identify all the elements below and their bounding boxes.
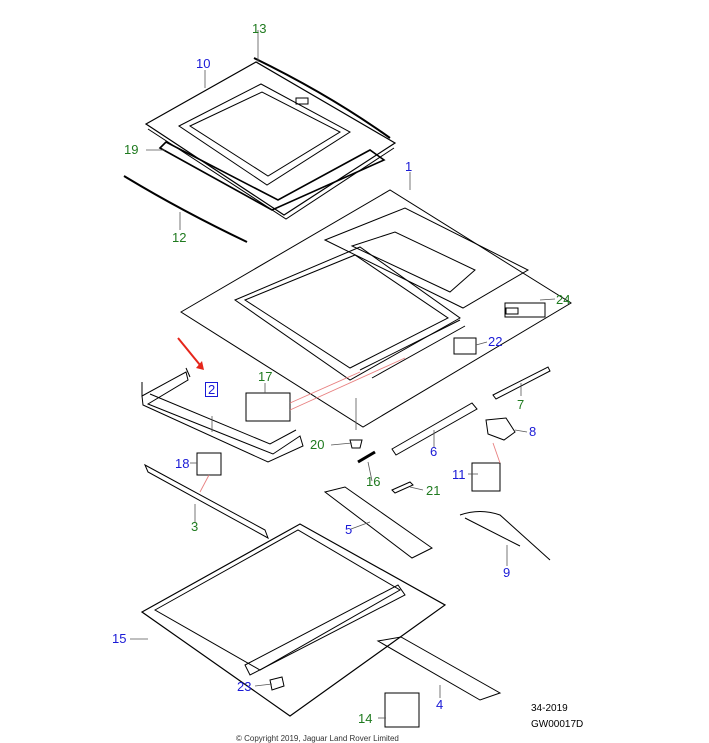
callout-14: 14 [358,711,373,726]
part-19-seal [158,141,386,211]
callout-7: 7 [517,397,525,412]
part-1-frame-assembly [180,189,572,428]
callout-17: 17 [258,369,273,384]
year-code: 34-2019 [531,703,568,714]
callout-13: 13 [252,21,267,36]
part-15-sunblind [140,523,447,717]
part-9-wiring-harness [459,511,551,561]
callout-19: 19 [124,142,139,157]
callout-18: 18 [175,456,190,471]
part-18-fastener-box [196,452,222,476]
part-12-seal-strip [123,175,248,243]
highlight-arrow [177,337,204,370]
callout-21: 21 [426,483,441,498]
part-17-fastener-box [245,392,291,422]
callout-24: 24 [556,292,571,307]
callout-11: 11 [452,467,466,482]
callout-1: 1 [405,159,413,174]
figure-id: GW00017D [531,719,584,730]
part-24-fastener-box [504,302,546,318]
part-22-fastener-box [453,337,477,355]
callout-9: 9 [503,565,511,580]
part-3-drain-channel [143,463,269,540]
callout-5: 5 [345,522,353,537]
callout-15: 15 [112,631,127,646]
part-5-rail [323,486,433,559]
callout-16: 16 [366,474,381,489]
part-21-pad [391,481,414,494]
callout-8: 8 [529,424,537,439]
callout-10: 10 [196,56,211,71]
callout-20: 20 [310,437,325,452]
callout-22: 22 [488,334,503,349]
part-4-rail-assembly [376,636,502,701]
part-11-fastener-box [471,462,501,492]
part-14-fastener-box [384,692,420,728]
part-20-drain-plug [349,439,363,449]
part-2-wind-deflector [141,367,304,463]
callout-3: 3 [191,519,199,534]
callout-12: 12 [172,230,187,245]
part-6-guide [391,402,478,456]
part-16-clip [357,450,376,464]
callout-6: 6 [430,444,438,459]
part-8-motor [485,417,516,441]
copyright-notice: © Copyright 2019, Jaguar Land Rover Limi… [236,734,399,743]
part-23-clip [269,676,285,691]
red-leader-lines [199,357,501,493]
leader-lines [130,30,556,719]
part-13-seal-strip [253,57,391,139]
callout-23: 23 [237,679,252,694]
callout-2: 2 [205,382,219,397]
part-7-guide-rail [492,366,551,400]
callout-4: 4 [436,697,444,712]
